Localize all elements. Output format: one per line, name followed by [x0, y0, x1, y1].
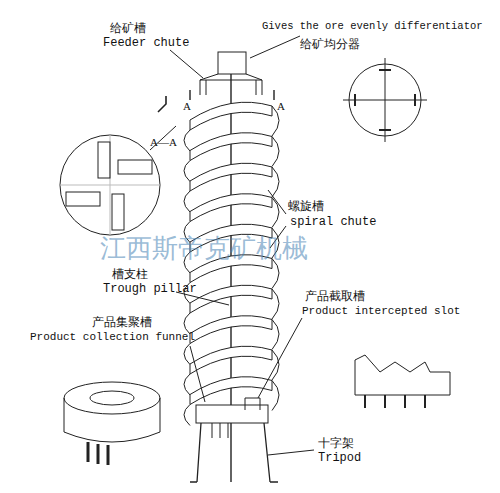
leader-line	[150, 126, 176, 150]
outlet-tubes	[212, 398, 260, 438]
part-name: 给矿槽	[110, 22, 146, 36]
collection-box	[196, 405, 268, 423]
slot-outlets	[365, 395, 425, 408]
spiral-edge	[184, 381, 279, 426]
part-name: 螺旋槽	[288, 200, 324, 214]
distributor-ticks	[355, 70, 415, 130]
part-name: Tripod	[318, 452, 361, 466]
section-trough	[118, 160, 152, 174]
section-mark: A—A	[150, 136, 177, 149]
section-mark: A	[277, 100, 285, 113]
intercepted-slot	[355, 355, 450, 395]
part-name: 十字架	[318, 437, 354, 451]
part-name: Feeder chute	[103, 37, 189, 51]
spiral-turn	[190, 194, 272, 222]
part-name: 槽支柱	[112, 268, 148, 282]
collection-funnel	[64, 398, 160, 442]
part-name: spiral chute	[290, 216, 376, 230]
part-name: 给矿均分器	[300, 38, 360, 52]
collection-funnel	[90, 391, 134, 405]
spiral-turn	[190, 102, 272, 130]
feeder-frame	[200, 74, 262, 95]
spiral-turn	[190, 285, 272, 313]
tripod-legs	[190, 423, 278, 482]
leader-line	[190, 346, 205, 402]
spiral-turn	[190, 133, 272, 161]
distributor-cross	[343, 58, 427, 142]
part-name: 产品集聚槽	[92, 316, 152, 330]
spiral-turn	[190, 163, 272, 191]
part-name: Gives the ore evenly differentiator	[262, 20, 483, 32]
collection-funnel	[64, 382, 160, 414]
spiral-turn	[190, 316, 272, 344]
distributor-box	[218, 52, 246, 74]
leader-line	[250, 36, 300, 58]
section-trough	[66, 192, 100, 206]
section-circle	[60, 135, 160, 235]
feeder-chute-symbol	[158, 96, 166, 112]
section-trough	[98, 142, 110, 178]
part-name: Product collection funnel	[30, 331, 195, 344]
leader-line	[258, 318, 302, 398]
spiral-turn	[190, 346, 272, 374]
section-marks	[190, 90, 274, 100]
funnel-outlets	[88, 442, 108, 465]
section-axes	[60, 135, 160, 235]
leader-line	[268, 450, 314, 455]
section-mark: A	[183, 100, 191, 113]
leader-line	[170, 50, 203, 78]
watermark: 江西斯帝克矿机械	[100, 234, 308, 264]
part-name: Trough pillar	[103, 283, 197, 297]
part-name: Product intercepted slot	[302, 305, 460, 318]
part-name: 产品截取槽	[305, 290, 365, 304]
section-trough	[112, 194, 124, 230]
spiral-chute	[184, 102, 279, 425]
